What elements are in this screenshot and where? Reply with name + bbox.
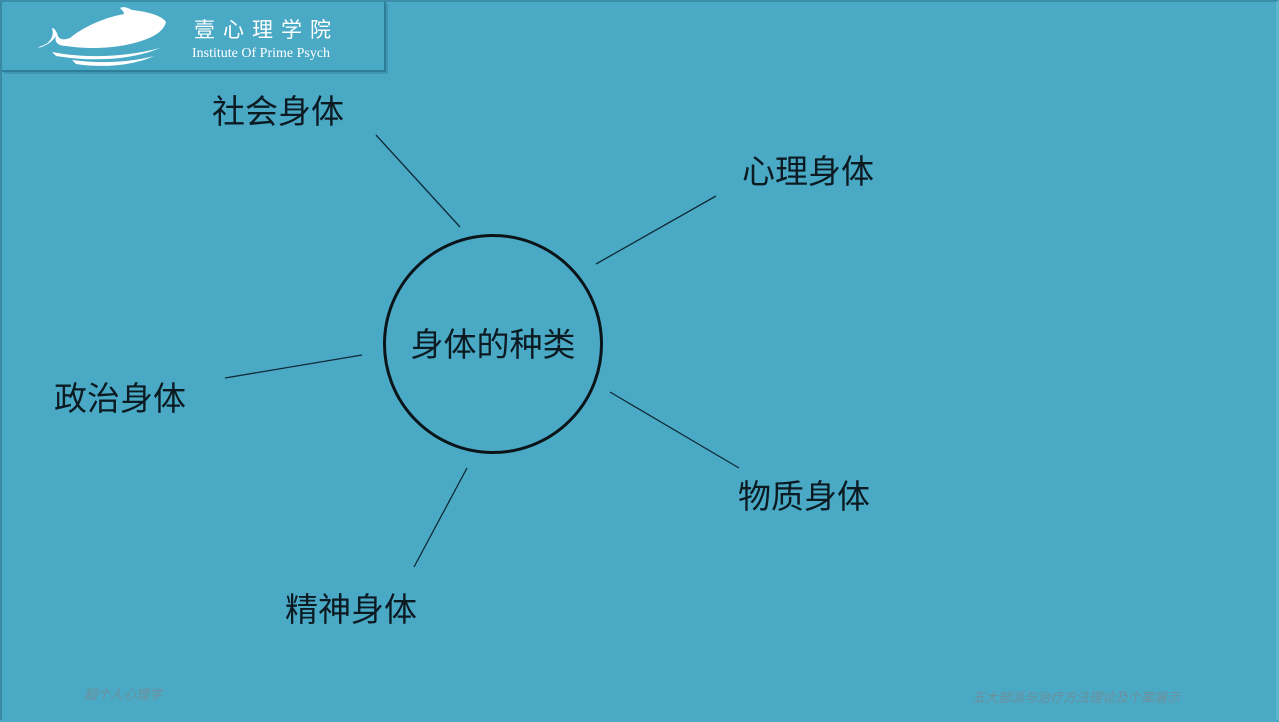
node-political-body: 政治身体 bbox=[54, 379, 186, 418]
node-social-body: 社会身体 bbox=[212, 92, 344, 131]
connector-psychological bbox=[595, 195, 717, 265]
center-circle bbox=[383, 234, 603, 454]
whale-icon bbox=[38, 7, 166, 66]
connector-spiritual bbox=[413, 467, 468, 568]
connector-material bbox=[609, 391, 740, 469]
node-spiritual-body: 精神身体 bbox=[285, 590, 417, 629]
footer-right: 五大部派与治疗方法理论及个案展示 bbox=[972, 691, 1181, 706]
logo-title-cn: 壹心理学院 bbox=[194, 18, 339, 42]
center-label: 身体的种类 bbox=[410, 325, 576, 364]
node-material-body: 物质身体 bbox=[738, 477, 870, 516]
footer-left: 超个人心理学 bbox=[84, 688, 163, 703]
connector-social bbox=[375, 134, 461, 228]
node-psychological-body: 心理身体 bbox=[742, 152, 874, 191]
logo-header: 壹心理学院 Institute Of Prime Psych bbox=[2, 2, 386, 72]
logo-title-en: Institute Of Prime Psych bbox=[192, 46, 331, 61]
connector-political bbox=[224, 354, 363, 379]
